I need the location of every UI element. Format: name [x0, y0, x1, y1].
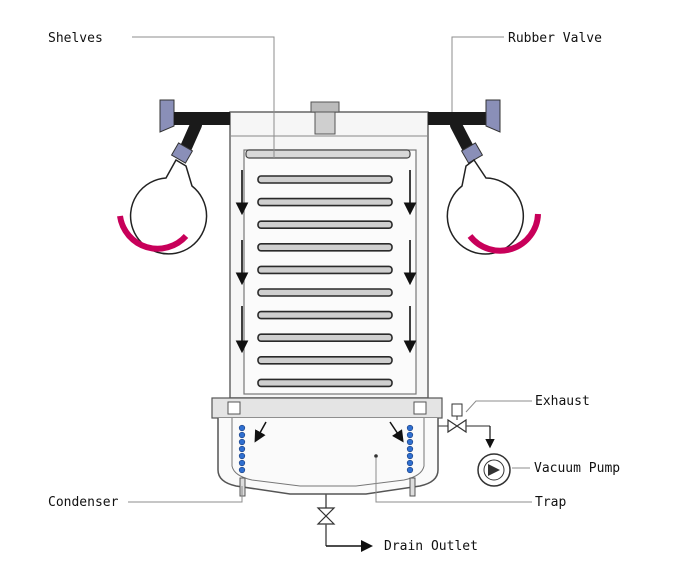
- shelf: [257, 310, 393, 320]
- top-port: [310, 101, 340, 135]
- shelf-top-rail: [245, 149, 411, 159]
- coil-dot: [406, 445, 414, 453]
- condenser-coils: [238, 424, 414, 474]
- coil-dot: [238, 424, 246, 432]
- shelf: [257, 378, 393, 388]
- left-flask: [117, 158, 208, 255]
- coil-dot: [238, 438, 246, 446]
- shelf: [257, 265, 393, 275]
- label-condenser: Condenser: [48, 495, 119, 510]
- shelves-stack: [257, 175, 393, 388]
- label-shelves: Shelves: [48, 31, 103, 46]
- coil-dot: [406, 452, 414, 460]
- shelf: [257, 333, 393, 343]
- leader-exhaust: [465, 400, 532, 413]
- coil-dot: [406, 431, 414, 439]
- right-flask: [446, 158, 541, 255]
- coil-dot: [406, 459, 414, 467]
- coil-dot: [406, 424, 414, 432]
- coil-dot: [238, 459, 246, 467]
- coil-dot: [238, 431, 246, 439]
- leader-trap: [375, 458, 532, 503]
- label-drain-outlet: Drain Outlet: [384, 539, 478, 554]
- shelf: [257, 175, 393, 184]
- vacuum-pump-icon: [477, 453, 511, 487]
- shelf: [257, 197, 393, 207]
- label-exhaust: Exhaust: [535, 394, 590, 409]
- shelf: [257, 355, 393, 365]
- drain-valve: [316, 494, 373, 552]
- coil-dot: [238, 466, 246, 474]
- shelf: [257, 243, 393, 252]
- flow-arrow-left: [254, 421, 267, 443]
- airflow-arrows: [235, 170, 417, 354]
- coil-dot: [238, 445, 246, 453]
- leader-rubber-valve: [451, 36, 504, 112]
- coil-dot: [406, 466, 414, 474]
- flow-arrow-right: [389, 421, 404, 443]
- label-rubber-valve: Rubber Valve: [508, 31, 602, 46]
- shelf: [257, 220, 393, 229]
- right-valve-assembly: [428, 99, 501, 164]
- leader-condenser: [128, 486, 243, 503]
- shelf: [257, 288, 393, 297]
- exhaust-line: [438, 403, 495, 449]
- drying-chamber: [229, 111, 429, 399]
- left-valve-assembly: [159, 99, 230, 164]
- label-trap: Trap: [535, 495, 566, 510]
- coil-dot: [238, 452, 246, 460]
- leader-shelves: [132, 36, 275, 158]
- label-vacuum-pump: Vacuum Pump: [534, 461, 620, 476]
- coil-dot: [406, 438, 414, 446]
- condenser-tube-right: [409, 477, 416, 497]
- condenser-vessel: [211, 397, 443, 495]
